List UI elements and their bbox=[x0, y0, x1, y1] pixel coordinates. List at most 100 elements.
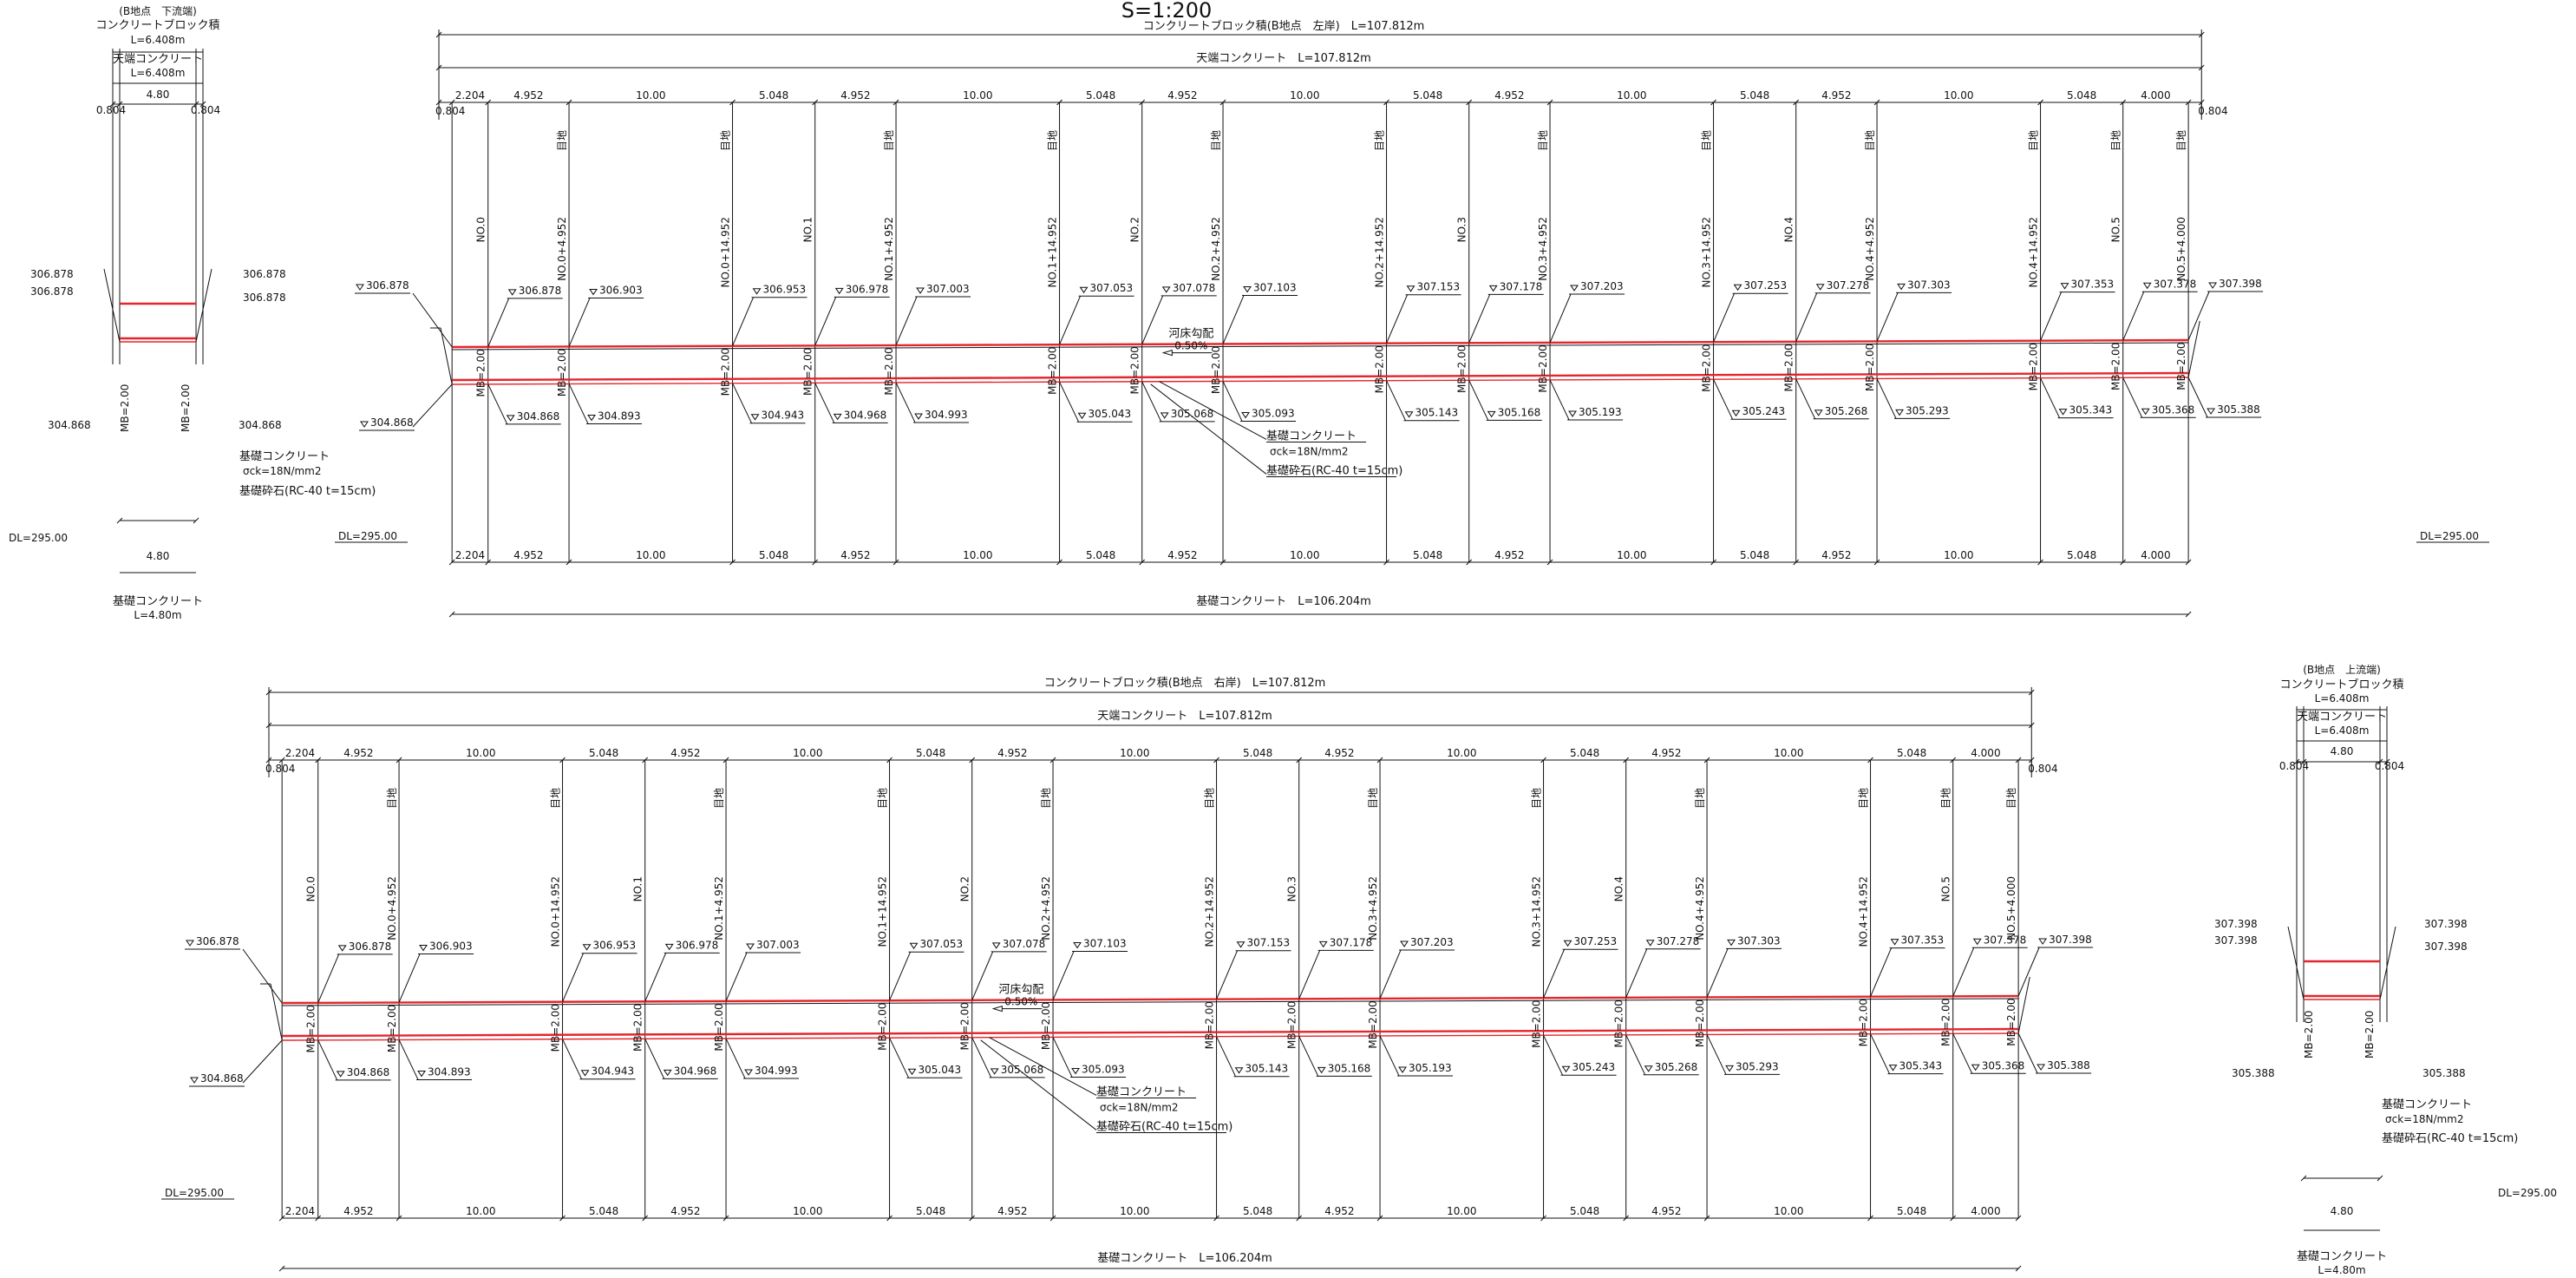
elev-top-triangle bbox=[1488, 285, 1498, 292]
base-concrete-length: 基礎コンクリート L=106.204m bbox=[1196, 595, 1371, 608]
elev-top-triangle bbox=[664, 943, 674, 951]
mb-label: MB=2.00 bbox=[720, 348, 732, 396]
station-label: NO.4+14.952 bbox=[1858, 876, 1870, 947]
leader bbox=[1059, 381, 1079, 423]
found-concrete-note: 基礎コンクリート bbox=[2382, 1098, 2472, 1111]
crown-inner-line bbox=[282, 998, 2019, 1006]
dim-edge-right: 0.804 bbox=[2375, 760, 2404, 772]
station-label: NO.0+4.952 bbox=[556, 217, 568, 281]
station-label: NO.3 bbox=[1286, 876, 1298, 901]
dim-label-base: 5.048 bbox=[2067, 549, 2096, 561]
mb-label: MB=2.00 bbox=[713, 1003, 725, 1051]
leader bbox=[1795, 378, 1816, 420]
elev-top-triangle bbox=[916, 287, 925, 294]
joint-mark-label: 目地 bbox=[1047, 130, 1059, 151]
leader bbox=[1216, 1036, 1236, 1077]
dim-label-base: 2.204 bbox=[455, 549, 485, 561]
elev-top-triangle bbox=[1236, 941, 1246, 948]
mb-label: MB=2.00 bbox=[632, 1004, 644, 1052]
section-downstream-linework bbox=[103, 49, 212, 573]
elev-bottom-triangle bbox=[1077, 412, 1087, 420]
mb-label: MB=2.00 bbox=[1701, 344, 1713, 392]
station-label: NO.4 bbox=[1783, 217, 1795, 242]
leader bbox=[1141, 295, 1164, 345]
elev-top-triangle bbox=[909, 942, 919, 950]
dim-label-base: 4.952 bbox=[670, 1205, 700, 1217]
station-label: NO.5+4.000 bbox=[2005, 876, 2017, 940]
leader bbox=[889, 1037, 909, 1078]
elev-bottom-triangle bbox=[1814, 410, 1823, 416]
dim-label-base: 4.952 bbox=[1324, 1205, 1354, 1217]
leader bbox=[814, 297, 837, 346]
dim-edge-left: 0.804 bbox=[96, 104, 126, 116]
leader bbox=[1222, 295, 1245, 344]
elev-bottom: 304.993 bbox=[925, 409, 968, 421]
dim-label-crown: 10.00 bbox=[1290, 89, 1319, 102]
tick bbox=[2198, 64, 2205, 71]
elev-top-triangle bbox=[1079, 286, 1089, 294]
elev-bottom-triangle bbox=[1160, 412, 1169, 419]
elev-bottom: 305.193 bbox=[1579, 406, 1622, 418]
leader bbox=[732, 297, 755, 346]
found-concrete-note: 基礎コンクリート bbox=[1096, 1085, 1187, 1098]
dim-label-crown: 2.204 bbox=[285, 747, 315, 759]
elev-bottom-triangle bbox=[1971, 1064, 1980, 1072]
elev-bottom-triangle bbox=[1404, 411, 1414, 418]
dim-label-crown: 0.804 bbox=[435, 105, 465, 117]
base-red-line-2 bbox=[452, 377, 2189, 385]
leader bbox=[242, 948, 283, 1004]
tick bbox=[435, 64, 442, 71]
joint-mark-label: 目地 bbox=[1374, 130, 1386, 151]
dim-label-base: 5.048 bbox=[1413, 549, 1442, 561]
leader bbox=[895, 296, 918, 346]
elev-top: 307.078 bbox=[1173, 282, 1216, 294]
joint-mark-label: 目地 bbox=[1858, 788, 1870, 809]
base-label: 基礎コンクリート bbox=[113, 595, 203, 608]
station-label: NO.3+14.952 bbox=[1701, 217, 1713, 287]
dim-label-crown: 10.00 bbox=[1617, 89, 1646, 102]
elev-top-triangle bbox=[1161, 286, 1171, 293]
crown-red-line bbox=[452, 338, 2189, 349]
elev-bottom-triangle bbox=[580, 1070, 590, 1077]
dim-label-base: 5.048 bbox=[916, 1205, 945, 1217]
mb-label: MB=2.00 bbox=[556, 349, 568, 397]
cross-section-upstream: (B地点 上流端) コンクリートブロック積 L=6.408m 天端コンクリート … bbox=[2214, 664, 2557, 1276]
elev-top: 307.078 bbox=[1003, 938, 1046, 950]
elev-bottom: 305.388 bbox=[2217, 403, 2260, 416]
station-label: NO.1+14.952 bbox=[877, 876, 889, 947]
elev-bottom: 304.868 bbox=[517, 410, 560, 423]
base-red-line bbox=[282, 1027, 2019, 1038]
elev-bottom: 305.293 bbox=[1906, 404, 1949, 416]
generated-drawing: 0.804 2.204 4.952 10.00 5.048 4.952 10.00 5.048… bbox=[103, 29, 2489, 1272]
leader bbox=[2187, 377, 2208, 418]
dim-label-base: 10.00 bbox=[636, 549, 665, 561]
dim-label-crown: 2.204 bbox=[455, 89, 485, 102]
station-label: NO.4 bbox=[1613, 876, 1625, 901]
leader bbox=[1543, 948, 1566, 999]
leader bbox=[989, 1037, 1097, 1096]
elev-top-4: 306.878 bbox=[243, 292, 286, 304]
station-label: NO.1 bbox=[802, 217, 814, 242]
leader bbox=[1713, 292, 1736, 343]
dim-label-base: 4.952 bbox=[1494, 549, 1524, 561]
dim-label-base: 4.952 bbox=[840, 549, 870, 561]
leader bbox=[2040, 292, 2063, 341]
elev-top: 307.303 bbox=[1907, 279, 1951, 291]
tick bbox=[265, 722, 272, 729]
section-title: (B地点 上流端) bbox=[2303, 664, 2381, 676]
leader bbox=[1876, 378, 1897, 419]
elev-top: 307.278 bbox=[1657, 935, 1700, 947]
elev-top-triangle bbox=[746, 943, 755, 950]
dim-label-crown: 4.952 bbox=[840, 89, 870, 102]
mb-label: MB=2.00 bbox=[1367, 1000, 1379, 1048]
joint-mark-label: 目地 bbox=[1040, 788, 1052, 809]
dim-label-crown: 4.952 bbox=[1821, 89, 1851, 102]
elev-top: 306.878 bbox=[349, 940, 392, 953]
elev-bottom-triangle bbox=[833, 413, 842, 421]
station-label: NO.4+4.952 bbox=[1694, 876, 1706, 940]
elev-top-triangle bbox=[1815, 284, 1825, 291]
elev-top: 307.253 bbox=[1574, 935, 1618, 947]
elev-top: 306.978 bbox=[846, 283, 889, 295]
elev-bottom: 304.868 bbox=[347, 1066, 390, 1078]
elev-top-triangle bbox=[589, 288, 598, 296]
